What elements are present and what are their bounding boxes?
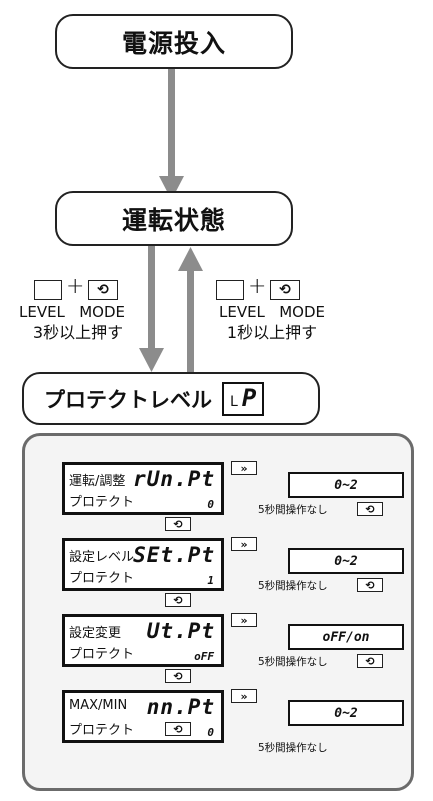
left-level-label: LEVEL	[18, 303, 65, 321]
timeout-note-4: 5秒間操作なし	[258, 742, 328, 754]
advance-key-1: »	[231, 461, 257, 475]
mode-key-right: ⟲	[270, 280, 300, 300]
param-value: 0	[207, 726, 214, 739]
operation-state-label: 運転状態	[121, 205, 226, 235]
param-value: 0	[207, 498, 214, 511]
mode-key-down-3: ⟲	[165, 669, 191, 683]
param-setting-change-protect: 設定変更 プロテクト Ut.Pt oFF	[62, 614, 224, 667]
mode-key-left: ⟲	[88, 280, 118, 300]
param-code: rUn.Pt	[133, 467, 215, 491]
right-key-labels: LEVEL MODE	[202, 304, 342, 321]
mode-key-down-2: ⟲	[165, 593, 191, 607]
param-code: Ut.Pt	[146, 619, 215, 643]
range-box-4: 0~2	[288, 700, 404, 726]
param-run-protect: 運転/調整 プロテクト rUn.Pt 0	[62, 462, 224, 515]
left-instruction: 3秒以上押す	[32, 323, 124, 342]
protect-level-box: プロテクトレベル L P	[22, 372, 320, 425]
advance-key-4: »	[231, 689, 257, 703]
range-box-1: 0~2	[288, 472, 404, 498]
param-code: nn.Pt	[146, 695, 215, 719]
param-value: oFF	[194, 650, 214, 663]
power-on-box: 電源投入	[55, 14, 293, 69]
protect-level-code: L P	[222, 381, 265, 416]
mode-key-small-2: ⟲	[357, 578, 383, 592]
plus-left: +	[66, 274, 85, 299]
right-instruction: 1秒以上押す	[226, 323, 318, 342]
right-mode-label: MODE	[279, 303, 326, 321]
advance-key-2: »	[231, 537, 257, 551]
timeout-note-3: 5秒間操作なし	[258, 656, 328, 668]
range-box-2: 0~2	[288, 548, 404, 574]
timeout-note-2: 5秒間操作なし	[258, 580, 328, 592]
left-key-labels: LEVEL MODE	[2, 304, 142, 321]
timeout-note-1: 5秒間操作なし	[258, 504, 328, 516]
mode-key-down-1: ⟲	[165, 517, 191, 531]
param-set-level-protect: 設定レベル プロテクト SEt.Pt 1	[62, 538, 224, 591]
right-level-label: LEVEL	[218, 303, 265, 321]
left-mode-label: MODE	[79, 303, 126, 321]
mode-key-small-1: ⟲	[357, 502, 383, 516]
power-on-label: 電源投入	[121, 28, 226, 58]
mode-key-loop: ⟲	[165, 722, 191, 736]
advance-key-3: »	[231, 613, 257, 627]
level-key-right	[216, 280, 244, 300]
param-value: 1	[207, 574, 214, 587]
param-maxmin-protect: MAX/MIN プロテクト nn.Pt 0	[62, 690, 224, 743]
level-key-left	[34, 280, 62, 300]
protect-level-label: プロテクトレベル	[44, 387, 212, 412]
plus-right: +	[248, 274, 267, 299]
range-box-3: oFF/on	[288, 624, 404, 650]
mode-key-small-3: ⟲	[357, 654, 383, 668]
operation-state-box: 運転状態	[55, 191, 293, 246]
param-code: SEt.Pt	[133, 543, 215, 567]
